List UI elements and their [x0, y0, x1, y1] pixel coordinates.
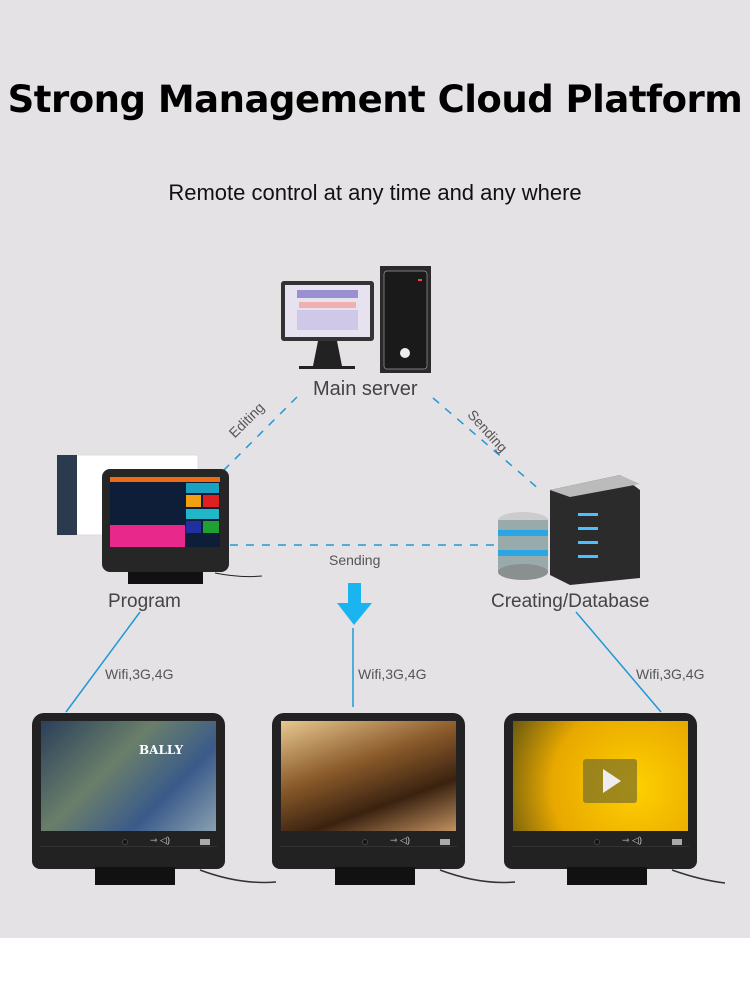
brand-text: BALLY: [139, 743, 184, 757]
editing-link: [221, 396, 298, 473]
wifi-label-1: Wifi,3G,4G: [105, 666, 174, 682]
video-screen: [513, 721, 688, 831]
wifi-link-1: [65, 611, 141, 713]
page-subtitle: Remote control at any time and any where: [168, 180, 582, 205]
play-button[interactable]: [583, 759, 637, 803]
wifi-link-3: [575, 611, 662, 713]
sending-link-right: [432, 397, 541, 491]
database-server-icon: [498, 475, 640, 585]
wifi-label-2: Wifi,3G,4G: [358, 666, 427, 682]
wifi-label-3: Wifi,3G,4G: [636, 666, 705, 682]
monitor-icon: [281, 281, 374, 369]
play-icon: [603, 769, 621, 793]
arrow-down-icon: [337, 583, 372, 625]
program-device: [56, 454, 263, 584]
database-label: Creating/Database: [491, 591, 650, 612]
display-device-1: BALLY ⇾ ◁): [32, 713, 225, 869]
hotel-screen: [281, 721, 456, 831]
main-server-label: Main server: [313, 378, 418, 400]
display-device-3: ⇾ ◁): [504, 713, 697, 869]
program-label: Program: [108, 591, 181, 612]
ad-screen: BALLY: [41, 721, 216, 831]
tower-icon: [380, 266, 431, 373]
display-device-2: ⇾ ◁): [272, 713, 465, 869]
sending-label-bottom: Sending: [329, 552, 381, 568]
page-title: Strong Management Cloud Platform: [7, 78, 743, 121]
